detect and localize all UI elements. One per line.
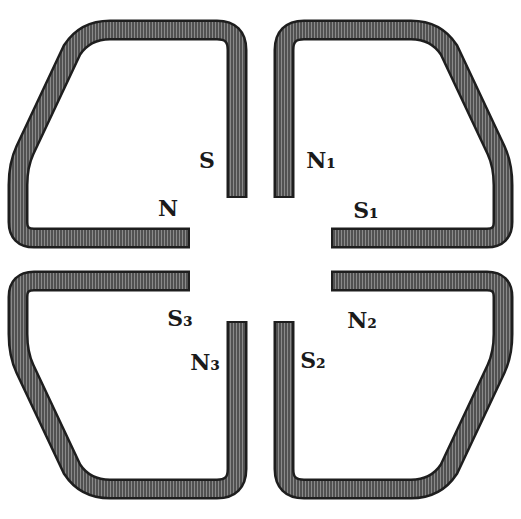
pole-label: S₂ — [300, 349, 326, 371]
horseshoe-magnet — [18, 30, 237, 238]
pole-label: N₁ — [306, 149, 336, 171]
pole-label: N₂ — [347, 309, 377, 331]
pole-label: S₁ — [353, 199, 379, 221]
horseshoe-magnet — [284, 281, 503, 489]
horseshoe-magnet — [284, 30, 503, 238]
pole-label: S₃ — [167, 307, 193, 329]
pole-label: N₃ — [190, 351, 220, 373]
pole-label: S — [199, 149, 215, 171]
pole-label: N — [158, 197, 178, 219]
horseshoe-magnet — [18, 281, 237, 489]
